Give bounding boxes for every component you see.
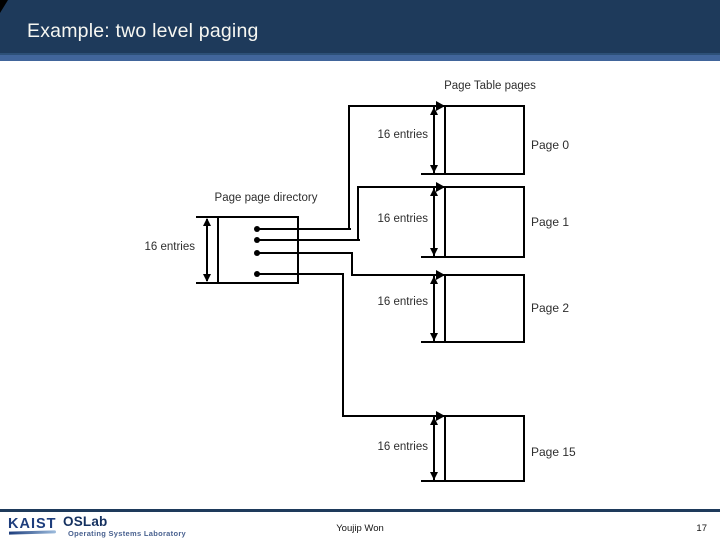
directory-entries-label: 16 entries (144, 241, 195, 253)
arrow-down-icon (430, 333, 438, 341)
author-name: Youjip Won (336, 523, 384, 534)
page2-entries-label: 16 entries (377, 296, 428, 308)
connector-page0-line (348, 105, 350, 230)
connector-page2-line (351, 252, 353, 276)
page1-measure-line (433, 188, 435, 256)
kaist-logo: KAIST (8, 516, 57, 532)
arrow-right-icon (436, 270, 445, 280)
connector-page1-line (257, 239, 360, 241)
connector-page15-line (342, 273, 344, 417)
page-table-pages-label: Page Table pages (444, 80, 536, 92)
header-bar (0, 0, 720, 53)
arrow-right-icon (436, 182, 445, 192)
page1-label: Page 1 (531, 215, 570, 229)
corner-mark-icon (0, 0, 8, 13)
header-accent-bar (0, 55, 720, 61)
arrow-up-icon (430, 107, 438, 115)
arrow-down-icon (430, 472, 438, 480)
page2-measure-line (433, 276, 435, 341)
page15-measure-bottom-tick (421, 480, 445, 482)
page15-box (444, 415, 525, 482)
arrow-up-icon (203, 218, 211, 226)
kaist-logo-swoosh (9, 530, 56, 535)
arrow-up-icon (430, 276, 438, 284)
oslab-logo: OSLab (63, 514, 108, 529)
page0-label: Page 0 (531, 138, 570, 152)
connector-page0-line (257, 228, 351, 230)
arrow-up-icon (430, 188, 438, 196)
arrow-down-icon (430, 248, 438, 256)
header-divider (0, 53, 720, 55)
page1-entries-label: 16 entries (377, 213, 428, 225)
page1-pointer-line (357, 186, 444, 188)
page15-label: Page 15 (531, 445, 576, 459)
page0-entries-label: 16 entries (377, 129, 428, 141)
page2-measure-bottom-tick (421, 341, 445, 343)
arrow-down-icon (430, 165, 438, 173)
directory-measure-bottom-tick (196, 282, 217, 284)
directory-measure-line (206, 219, 208, 281)
arrow-down-icon (203, 274, 211, 282)
arrow-up-icon (430, 417, 438, 425)
page2-label: Page 2 (531, 301, 570, 315)
page0-measure-bottom-tick (421, 173, 445, 175)
page1-box (444, 186, 525, 258)
page-directory-label: Page page directory (214, 192, 318, 204)
page15-measure-line (433, 417, 435, 480)
oslab-logo-subtitle: Operating Systems Laboratory (68, 529, 187, 538)
page0-measure-line (433, 107, 435, 173)
page2-box (444, 274, 525, 343)
arrow-right-icon (436, 411, 445, 421)
page1-measure-bottom-tick (421, 256, 445, 258)
page15-pointer-line (342, 415, 444, 417)
footer-divider (0, 509, 720, 512)
connector-page2-line (257, 252, 353, 254)
slide-title: Example: two level paging (27, 20, 259, 42)
page2-pointer-line (351, 274, 444, 276)
directory-measure-top-tick (196, 216, 217, 218)
connector-page15-line (257, 273, 344, 275)
arrow-right-icon (436, 101, 445, 111)
page0-box (444, 105, 525, 175)
page0-pointer-line (348, 105, 444, 107)
connector-page1-line (357, 186, 359, 241)
page-number: 17 (696, 523, 707, 534)
page15-entries-label: 16 entries (377, 441, 428, 453)
